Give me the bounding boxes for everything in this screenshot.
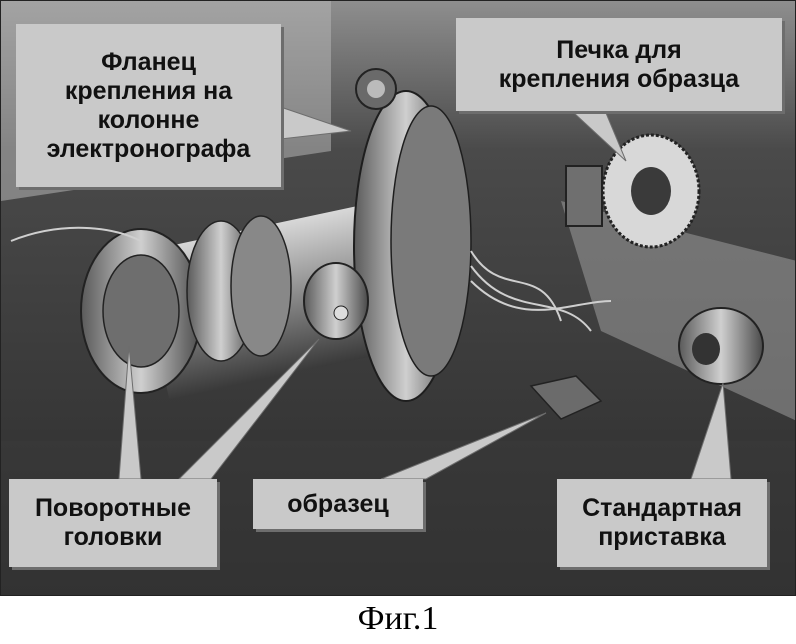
rotary-heads-label-text: Поворотные головки	[35, 494, 191, 552]
attachment-label: Стандартная приставка	[557, 479, 767, 567]
sample-label: образец	[253, 479, 423, 529]
sample-label-text: образец	[287, 490, 389, 519]
flange-label-text: Фланец крепления на колонне электроногра…	[47, 48, 251, 164]
attachment-label-text: Стандартная приставка	[582, 494, 742, 552]
heater-label-text: Печка для крепления образца	[499, 36, 739, 94]
flange-label: Фланец крепления на колонне электроногра…	[16, 24, 281, 187]
figure-caption: Фиг.1	[0, 596, 796, 644]
rotary-knob	[304, 263, 368, 339]
heater-label: Печка для крепления образца	[456, 18, 782, 111]
apparatus-photo: Фланец крепления на колонне электроногра…	[0, 0, 796, 596]
standard-attachment	[679, 308, 763, 384]
rotary-heads-label: Поворотные головки	[9, 479, 217, 567]
